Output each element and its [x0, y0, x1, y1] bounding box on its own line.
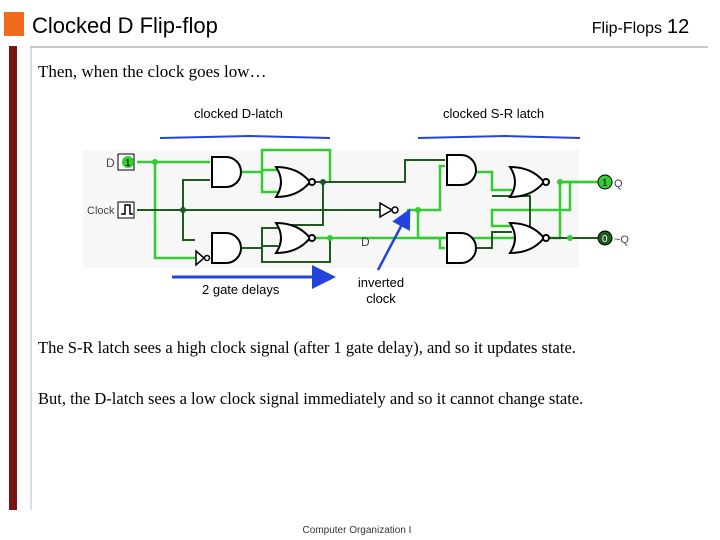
d-mid-label: D: [361, 235, 370, 249]
clock-inverter: [379, 201, 394, 219]
and-gate-d-bottom: [211, 232, 242, 264]
d-input-label: D: [106, 156, 115, 170]
q-output-label: Q: [614, 178, 623, 190]
nor-gate-d-bottom: [274, 221, 312, 255]
junction-dots: [180, 179, 326, 213]
srlatch-brace: [417, 134, 581, 139]
and-gate-d-top: [211, 156, 242, 188]
q-output-value: 1: [602, 178, 608, 189]
left-accent-bar: [9, 46, 17, 510]
d-input-value: 1: [125, 158, 131, 169]
inverted-clock-line-2: clock: [366, 291, 396, 306]
nor-gate-sr-top: [508, 165, 546, 199]
and-gate-sr-bottom: [446, 232, 477, 264]
nor-gates: [274, 165, 550, 255]
footer-text: Computer Organization I: [302, 525, 412, 536]
title-accent-square: [4, 12, 24, 36]
slide-title: Clocked D Flip-flop: [32, 13, 218, 38]
srlatch-label: clocked S-R latch: [443, 106, 545, 121]
and-gate-sr-top: [446, 154, 477, 186]
content-border: [30, 48, 32, 510]
inverted-clock-label: inverted clock: [350, 275, 412, 307]
section-name: Flip-Flops: [591, 20, 662, 37]
dlatch-brace: [159, 134, 331, 139]
q-output-led: [597, 174, 613, 190]
notq-output-label: ~Q: [614, 234, 629, 246]
notq-output-led: [597, 230, 613, 246]
d-input-led: [122, 156, 134, 168]
notq-output-value: 0: [602, 234, 608, 245]
inverted-clock-arrow: [376, 208, 411, 271]
dlatch-label: clocked D-latch: [194, 106, 283, 121]
clock-input-label: Clock: [87, 205, 115, 217]
d-inverter: [195, 249, 206, 267]
and-gates: [211, 154, 477, 264]
intro-text: Then, when the clock goes low…: [38, 62, 267, 81]
inverted-clock-line-1: inverted: [357, 275, 405, 290]
header-rule: [30, 46, 708, 48]
gate-delays-label: 2 gate delays: [202, 282, 280, 297]
paragraph-d-latch: But, the D-latch sees a low clock signal…: [38, 389, 584, 408]
clock-waveform-icon: [121, 204, 133, 215]
paragraph-sr-latch: The S-R latch sees a high clock signal (…: [38, 338, 576, 357]
nor-gate-d-top: [274, 165, 312, 199]
page-number: 12: [667, 16, 690, 38]
flip-flop-circuit: 1 D Clock 1 Q 0 ~Q D: [83, 134, 629, 289]
nor-gate-sr-bottom: [508, 221, 546, 255]
junction-dots-high: [152, 159, 573, 241]
